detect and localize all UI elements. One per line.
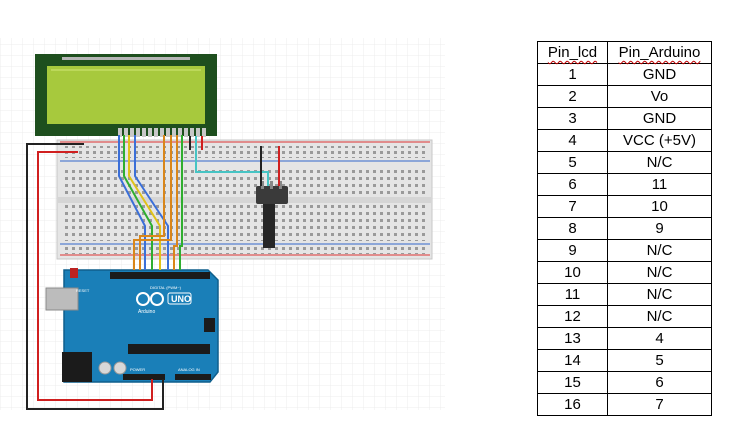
pin-arduino-cell: N/C bbox=[607, 151, 712, 174]
pin-arduino-cell: 10 bbox=[607, 195, 712, 218]
power-header bbox=[123, 374, 165, 380]
pin-lcd-cell: 1 bbox=[537, 63, 608, 86]
reset-label: RESET bbox=[76, 288, 90, 293]
digital-label: DIGITAL (PWM~) bbox=[150, 285, 182, 290]
pin-lcd-cell: 9 bbox=[537, 239, 608, 262]
wire-d9 bbox=[173, 135, 178, 270]
wire-vo bbox=[195, 136, 269, 186]
power-label: POWER bbox=[130, 367, 145, 372]
pin-lcd-cell: 4 bbox=[537, 129, 608, 152]
icsp-header bbox=[204, 318, 215, 332]
potentiometer bbox=[256, 181, 288, 248]
wire-d4 bbox=[134, 135, 169, 270]
pin-lcd-cell: 15 bbox=[537, 371, 608, 394]
wire-gnd bbox=[26, 143, 164, 410]
pin-lcd-cell: 6 bbox=[537, 173, 608, 196]
arduino-uno: RESET DIGITAL (PWM~) UNO Arduino POWER A… bbox=[45, 268, 219, 383]
pin-lcd-cell: 12 bbox=[537, 305, 608, 328]
column-header-pin-lcd: Pin_lcd bbox=[537, 41, 608, 64]
table-header-row: Pin_lcd Pin_Arduino bbox=[537, 41, 712, 64]
wires bbox=[26, 135, 280, 410]
pin-arduino-cell: 5 bbox=[607, 349, 712, 372]
digital-header bbox=[110, 272, 210, 279]
wire-5v bbox=[37, 151, 153, 401]
board-logo-text: Arduino bbox=[138, 309, 155, 315]
breadboard bbox=[56, 139, 433, 260]
wire-d6 bbox=[123, 135, 153, 270]
arduino-logo-icon bbox=[136, 292, 164, 306]
pin-lcd-cell: 14 bbox=[537, 349, 608, 372]
pin-arduino-cell: 7 bbox=[607, 393, 712, 416]
power-jack bbox=[62, 352, 92, 382]
pin-arduino-cell: GND bbox=[607, 107, 712, 130]
circuit-diagram: RESET DIGITAL (PWM~) UNO Arduino POWER A… bbox=[0, 38, 445, 410]
pin-arduino-cell: 11 bbox=[607, 173, 712, 196]
analog-label: ANALOG IN bbox=[178, 367, 200, 372]
pin-arduino-cell: N/C bbox=[607, 239, 712, 262]
wire-d11 bbox=[139, 135, 165, 270]
pin-lcd-cell: 3 bbox=[537, 107, 608, 130]
pin-lcd-cell: 7 bbox=[537, 195, 608, 218]
microcontroller-chip bbox=[128, 344, 210, 354]
pin-lcd-cell: 13 bbox=[537, 327, 608, 350]
pin-arduino-cell: N/C bbox=[607, 305, 712, 328]
pin-lcd-cell: 5 bbox=[537, 151, 608, 174]
pin-lcd-cell: 11 bbox=[537, 283, 608, 306]
wire-d10 bbox=[133, 135, 172, 270]
pin-lcd-cell: 16 bbox=[537, 393, 608, 416]
pin-arduino-cell: 9 bbox=[607, 217, 712, 240]
pin-lcd-cell: 10 bbox=[537, 261, 608, 284]
wire-d12 bbox=[179, 135, 183, 270]
pin-arduino-cell: N/C bbox=[607, 261, 712, 284]
board-model: UNO bbox=[171, 294, 191, 304]
pin-lcd-cell: 8 bbox=[537, 217, 608, 240]
lcd-pins bbox=[118, 128, 206, 137]
pin-arduino-cell: VCC (+5V) bbox=[607, 129, 712, 152]
column-header-pin-arduino: Pin_Arduino bbox=[607, 41, 712, 64]
pin-arduino-cell: 6 bbox=[607, 371, 712, 394]
wire-d7 bbox=[118, 135, 146, 270]
analog-header bbox=[175, 374, 211, 380]
pin-arduino-cell: N/C bbox=[607, 283, 712, 306]
usb-connector bbox=[45, 287, 79, 311]
wire-d5 bbox=[128, 135, 161, 270]
pin-lcd-cell: 2 bbox=[537, 85, 608, 108]
pin-arduino-cell: 4 bbox=[607, 327, 712, 350]
lcd-display bbox=[35, 54, 217, 137]
pin-arduino-cell: GND bbox=[607, 63, 712, 86]
pin-arduino-cell: Vo bbox=[607, 85, 712, 108]
reset-button[interactable] bbox=[70, 268, 78, 278]
